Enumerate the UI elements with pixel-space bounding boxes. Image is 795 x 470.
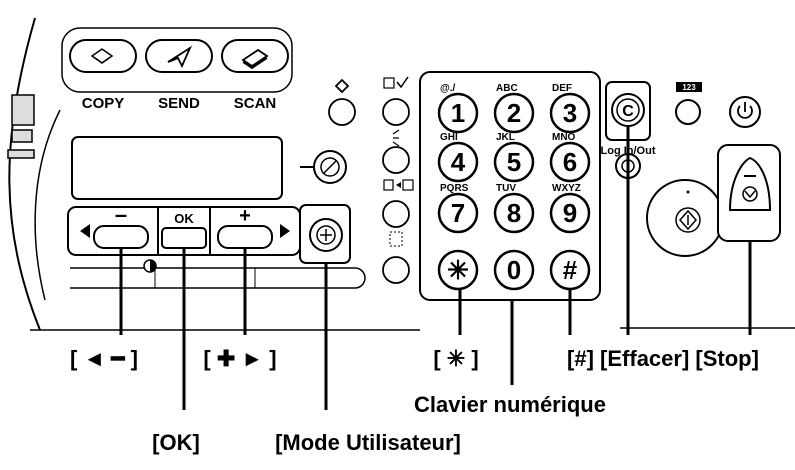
start-key[interactable] [646, 179, 724, 257]
keypad-keys: 1 @./ 2 ABC 3 DEF 4 GHI 5 JKL 6 MNO 7 PQRS 8 TUV 9 WXYZ ✳ 0… [437, 83, 591, 291]
send-label: SEND [158, 95, 200, 112]
keypad-key-letters: ABC [496, 83, 518, 94]
keypad-key-number: 9 [563, 198, 577, 228]
reset-key[interactable] [300, 150, 347, 184]
user-mode-key[interactable] [299, 204, 351, 264]
small-keys-column-2 [382, 76, 414, 284]
small-key-e[interactable] [382, 256, 410, 284]
counter-key[interactable] [675, 99, 701, 125]
lcd-display [71, 136, 283, 200]
copy-label: COPY [82, 95, 125, 112]
leader-lines [119, 126, 752, 410]
stop-icon [742, 186, 758, 202]
function-button-group: COPY SEND SCAN [61, 27, 293, 112]
right-arrow-icon [280, 224, 290, 238]
ok-label: OK [174, 211, 194, 226]
small-key-d[interactable] [382, 200, 410, 228]
keypad-key-letters: MNO [552, 132, 576, 143]
keypad-key[interactable]: 1 @./ [437, 83, 479, 134]
callout-hash-clear-stop: [#] [Effacer] [Stop] [567, 346, 759, 371]
counter-label: 123 [682, 83, 696, 92]
user-mode-icon [316, 225, 336, 245]
keypad-key-letters: PQRS [440, 183, 469, 194]
energy-saver-key[interactable] [729, 96, 761, 128]
keypad-key[interactable]: 3 DEF [549, 83, 591, 134]
keypad-key-number: 2 [507, 98, 521, 128]
left-edge-icons [7, 94, 35, 159]
keypad-key-letters: DEF [552, 83, 572, 94]
stop-key[interactable] [717, 144, 781, 242]
counter-key-group: 123 [675, 82, 702, 125]
plus-right-button[interactable] [217, 225, 273, 249]
keypad-key-number: 8 [507, 198, 521, 228]
keypad-key-letters: WXYZ [552, 183, 581, 194]
small-key-c[interactable] [382, 146, 410, 174]
left-arrow-icon [80, 224, 90, 238]
nav-keys: – OK + [67, 202, 301, 256]
keypad-key-number: # [563, 255, 578, 285]
keypad-key-number: 1 [451, 98, 465, 128]
keypad-key[interactable]: 4 GHI [437, 132, 479, 183]
copy-icon [90, 48, 114, 64]
keypad-key-letters: TUV [496, 183, 516, 194]
callout-ok: [OK] [152, 430, 200, 455]
panel-outline [8, 17, 795, 331]
keypad-key-letters: GHI [440, 132, 458, 143]
keypad-key[interactable]: ✳ [437, 249, 479, 291]
keypad-key[interactable]: # [549, 249, 591, 291]
contrast-icon [143, 259, 157, 273]
keypad-key[interactable]: 6 MNO [549, 132, 591, 183]
keypad-key-number: 6 [563, 147, 577, 177]
callout-minus-left: [ ◄ ━ ] [70, 346, 138, 371]
clear-key-label: C [622, 103, 634, 120]
keypad-key[interactable]: 7 PQRS [437, 183, 479, 234]
small-key-a[interactable] [328, 98, 356, 126]
minus-left-button[interactable] [93, 225, 149, 249]
diamond-icon [334, 78, 350, 94]
keypad-key[interactable]: 8 TUV [493, 183, 535, 234]
keypad-key-number: 3 [563, 98, 577, 128]
keypad-key-number: 0 [507, 255, 521, 285]
keypad-key[interactable]: 5 JKL [493, 132, 535, 183]
keypad-key-number: ✳ [447, 255, 469, 285]
power-icon [737, 102, 753, 119]
send-icon [167, 45, 193, 69]
plus-label: + [239, 205, 251, 227]
callout-user-mode: [Mode Utilisateur] [275, 430, 461, 455]
callout-keypad: Clavier numérique [414, 392, 606, 417]
minus-label: – [115, 202, 127, 227]
scan-icon [241, 48, 269, 70]
keypad-key-number: 5 [507, 147, 521, 177]
callout-plus-right: [ ✚ ► ] [203, 346, 276, 371]
keypad-key-letters: @./ [440, 83, 456, 94]
reset-icon [320, 157, 340, 177]
callout-star: [ ✳ ] [433, 346, 478, 371]
keypad-key-number: 4 [451, 147, 466, 177]
scan-label: SCAN [234, 95, 277, 112]
small-key-b[interactable] [382, 98, 410, 126]
small-keys-column-1 [328, 78, 356, 126]
keypad-key-number: 7 [451, 198, 465, 228]
keypad-key[interactable]: 0 [493, 249, 535, 291]
keypad-key[interactable]: 2 ABC [493, 83, 535, 134]
ok-button[interactable] [161, 227, 207, 249]
keypad-key[interactable]: 9 WXYZ [549, 183, 591, 234]
keypad-key-letters: JKL [496, 132, 515, 143]
copy-button[interactable] [69, 39, 137, 73]
